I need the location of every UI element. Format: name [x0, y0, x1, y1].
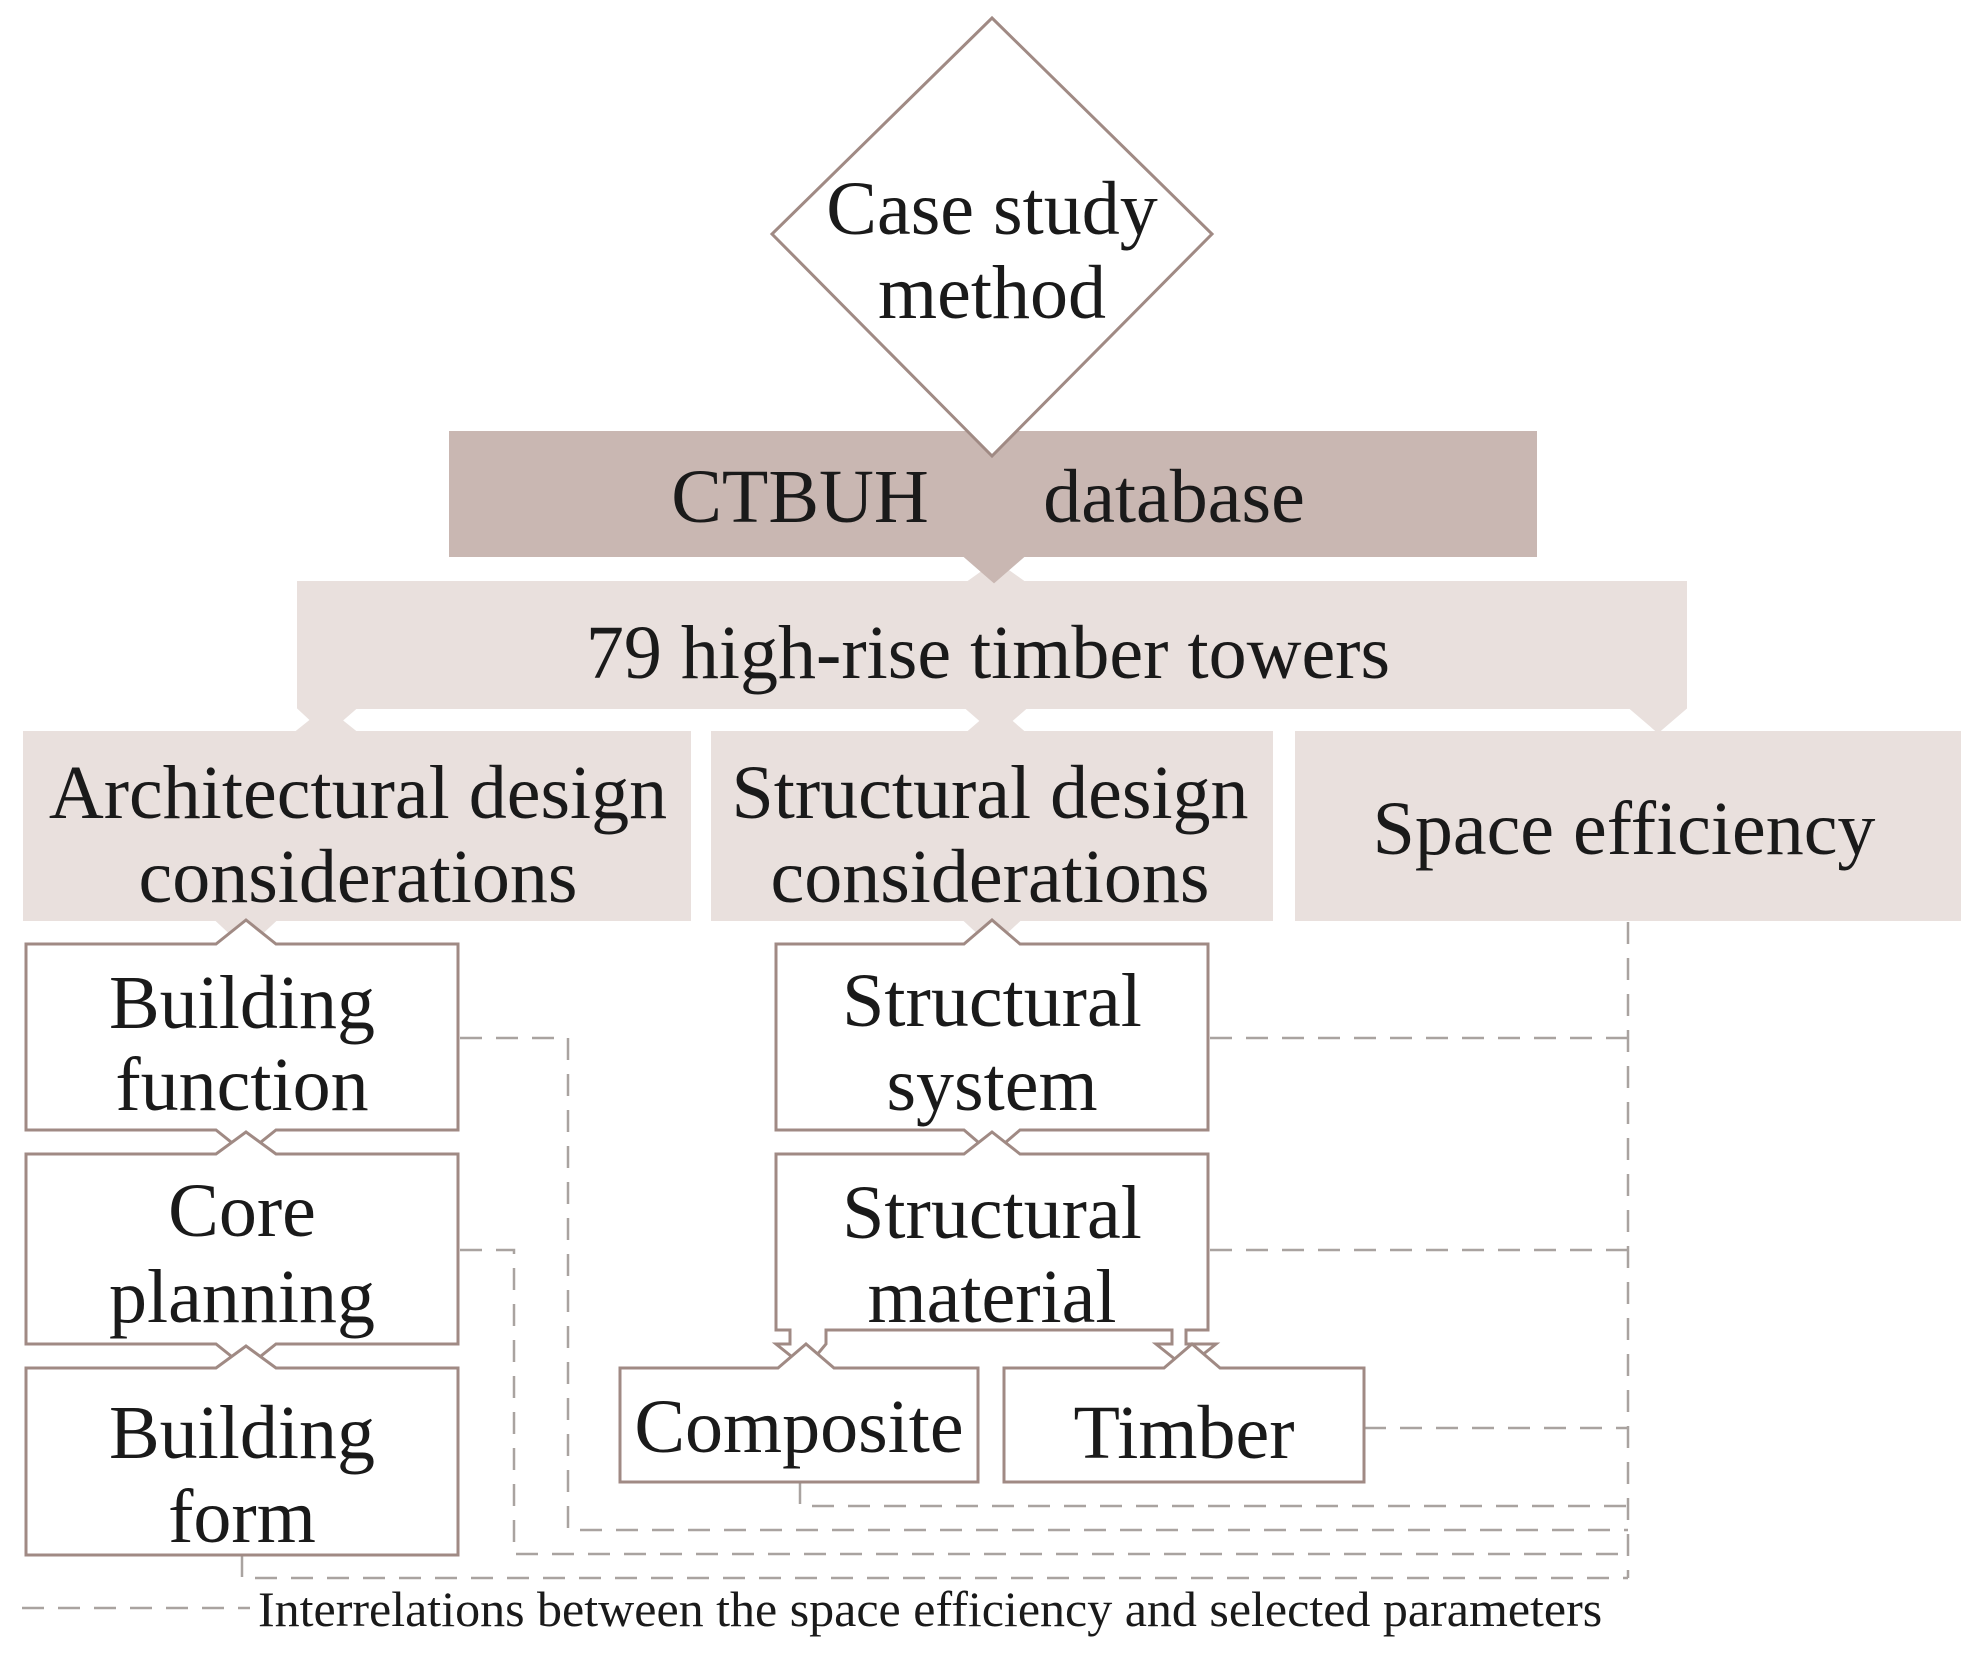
structural-system-box [774, 918, 1210, 1156]
case-study-line2: method [878, 251, 1106, 335]
composite-box [618, 1342, 980, 1484]
arch-line2: considerations [138, 835, 577, 919]
composite-label: Composite [634, 1385, 963, 1469]
legend-text: Interrelations between the space efficie… [258, 1581, 1602, 1637]
database-right-label: database [1043, 455, 1305, 539]
case-study-line1: Case study [826, 167, 1157, 251]
link-building-function [460, 1036, 1628, 1532]
building-form-line2: form [168, 1475, 316, 1559]
core-planning-box [24, 1130, 460, 1370]
link-building-form [240, 1555, 1628, 1580]
timber-box [1002, 1342, 1366, 1484]
building-function-box [24, 918, 460, 1156]
arch-line1: Architectural design [49, 751, 667, 835]
link-composite [798, 1482, 1628, 1508]
structural-system-line1: Structural [842, 959, 1142, 1043]
core-planning-line1: Core [168, 1169, 316, 1253]
space-efficiency-box [1295, 731, 1961, 921]
building-function-line2: function [115, 1043, 368, 1127]
building-form-box [24, 1344, 460, 1557]
database-bar [449, 431, 1537, 584]
towers-label: 79 high-rise timber towers [586, 611, 1390, 695]
core-planning-line2: planning [109, 1255, 375, 1339]
struct-line1: Structural design [731, 751, 1248, 835]
link-core-planning [460, 1248, 1628, 1556]
database-left-label: CTBUH [671, 455, 929, 539]
structural-material-line2: material [868, 1255, 1117, 1339]
structural-material-line1: Structural [842, 1171, 1142, 1255]
space-efficiency-label: Space efficiency [1373, 787, 1876, 871]
building-form-line1: Building [109, 1391, 375, 1475]
building-function-line1: Building [109, 961, 375, 1045]
interrelation-lines [22, 922, 1630, 1610]
case-study-diamond [769, 15, 1215, 459]
timber-label: Timber [1073, 1391, 1294, 1475]
structural-material-box [771, 1130, 1221, 1371]
struct-line2: considerations [770, 835, 1209, 919]
structural-system-line2: system [886, 1043, 1097, 1127]
